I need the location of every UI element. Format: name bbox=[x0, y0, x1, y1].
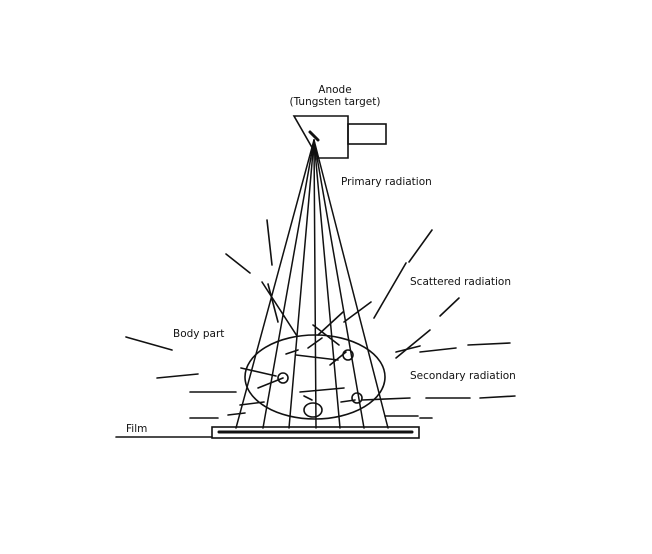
secondary-radiation bbox=[125, 336, 516, 419]
scattered-radiation-label: Scattered radiation bbox=[410, 276, 511, 288]
xray-tube bbox=[292, 115, 387, 159]
primary-radiation-label: Primary radiation bbox=[341, 176, 432, 188]
film-holder bbox=[115, 426, 420, 439]
anode-label-line1: Anode bbox=[318, 84, 352, 96]
primary-beam bbox=[235, 139, 389, 429]
body-part-label: Body part bbox=[173, 328, 225, 340]
anode-target bbox=[292, 115, 349, 159]
anode-label: Anode (Tungsten target) bbox=[280, 84, 390, 108]
tube-housing bbox=[347, 123, 387, 145]
anode-label-line2: (Tungsten target) bbox=[289, 96, 381, 108]
film-label: Film bbox=[126, 423, 148, 435]
body-part-ellipse bbox=[244, 334, 386, 420]
scattered-radiation bbox=[225, 219, 460, 359]
secondary-radiation-label: Secondary radiation bbox=[410, 370, 516, 382]
